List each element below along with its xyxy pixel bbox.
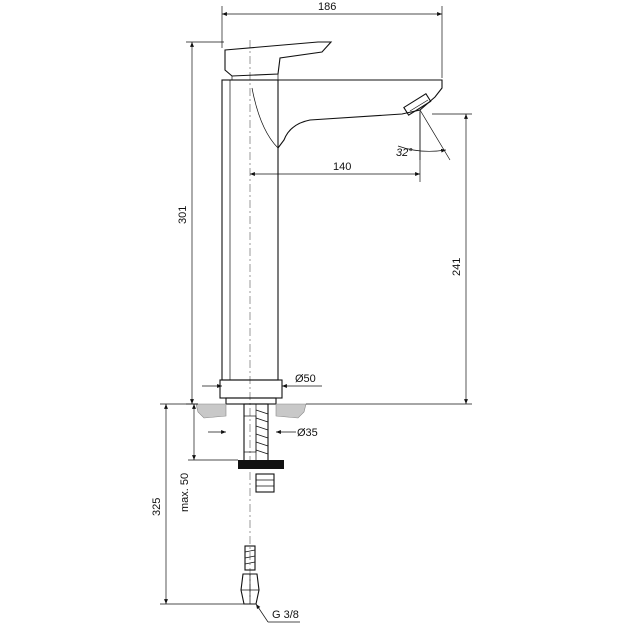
deck-right [275, 403, 307, 419]
spout-angle-label: 32° [396, 147, 413, 159]
spout-height-label: 241 [451, 258, 463, 276]
hole-diameter-label: Ø35 [297, 427, 318, 439]
connection-label: G 3/8 [272, 609, 299, 621]
installation-depth-label: 325 [151, 498, 163, 516]
hose-fitting [255, 473, 275, 493]
lever-handle [224, 41, 333, 77]
deck-thickness-label: max. 50 [179, 473, 191, 512]
dim-spout-angle: 32° [396, 109, 451, 161]
base-flange [219, 379, 283, 399]
spout [250, 79, 443, 149]
dim-connection: G 3/8 [255, 603, 300, 623]
dim-body-diameter: Ø50 [202, 373, 322, 388]
dim-spout-height: 241 [306, 113, 472, 405]
hose-connector [240, 545, 260, 605]
dim-overall-width: 186 [221, 1, 443, 78]
tap-body [195, 41, 443, 605]
body-diameter-label: Ø50 [295, 373, 316, 385]
deck-left [195, 403, 227, 419]
dim-spout-reach: 140 [250, 112, 421, 182]
aerator [403, 92, 432, 116]
dim-overall-height: 301 [177, 41, 224, 405]
overall-height-label: 301 [177, 206, 189, 224]
spout-reach-label: 140 [333, 161, 351, 173]
dim-hole-diameter: Ø35 [208, 427, 318, 439]
dim-installation-depth: 325 [151, 403, 244, 605]
dim-deck-thickness: max. 50 [179, 404, 238, 512]
overall-width-label: 186 [318, 1, 336, 13]
fixing-plate [238, 460, 284, 469]
